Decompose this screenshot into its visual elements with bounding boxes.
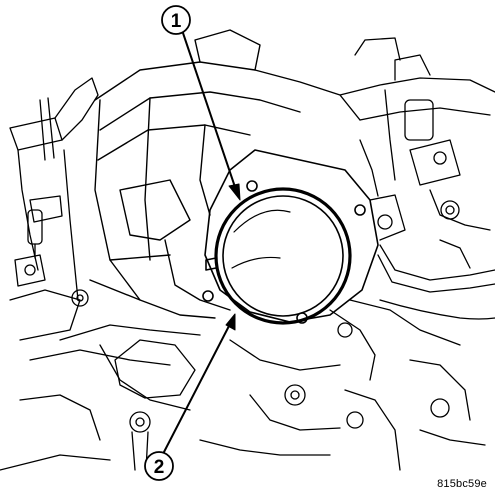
right-plenum [339,37,495,293]
callout-1 [161,5,241,201]
gasket-ring [205,187,352,325]
callout-2-arrowhead [225,313,236,331]
callout-1-circle [161,5,191,35]
engine-block [0,289,495,471]
left-fuel-rail [9,77,99,341]
callout-2-circle [144,451,174,481]
callout-1-number: 1 [171,11,182,32]
intake-manifold [89,29,361,319]
callout-2-number: 2 [154,457,165,478]
callout-2 [144,313,236,481]
callout-1-leader [182,32,237,191]
callout-1-arrowhead [228,183,241,201]
callout-2-leader [163,323,231,453]
figure-id: 815bc59e [437,478,487,490]
